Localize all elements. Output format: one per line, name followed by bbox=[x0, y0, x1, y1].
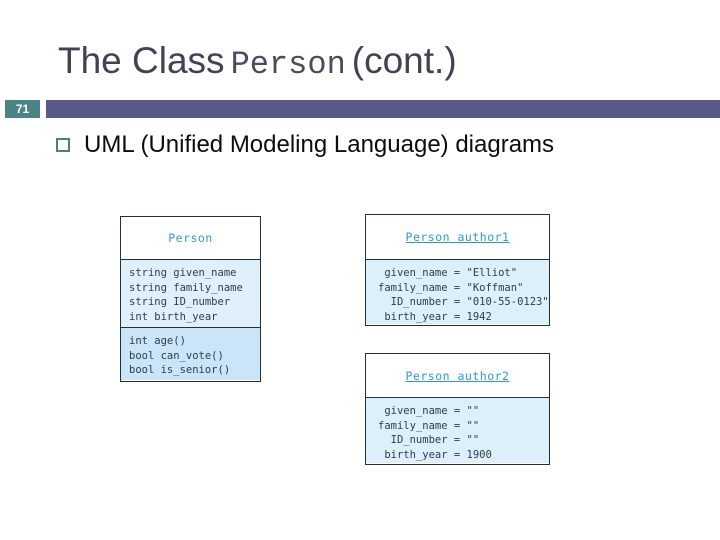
uml-class-methods: int age() bool can_vote() bool is_senior… bbox=[121, 327, 260, 380]
uml-class-box-person: Person string given_name string family_n… bbox=[120, 216, 261, 382]
uml-field: birth_year = 1942 bbox=[378, 310, 492, 323]
uml-field: given_name = "Elliot" bbox=[378, 267, 518, 279]
title-suffix: (cont.) bbox=[351, 40, 457, 81]
uml-field: birth_year = 1900 bbox=[378, 448, 492, 461]
uml-field: ID_number = "" bbox=[378, 434, 480, 446]
uml-method: int age() bbox=[129, 335, 186, 347]
uml-object-name: Person author1 bbox=[366, 215, 549, 259]
title-code: Person bbox=[230, 46, 346, 83]
uml-field: ID_number = "010-55-0123" bbox=[378, 296, 549, 308]
uml-object-box-author1: Person author1 given_name = "Elliot" fam… bbox=[365, 214, 550, 326]
uml-class-attributes: string given_name string family_name str… bbox=[121, 259, 260, 327]
uml-object-fields: given_name = "" family_name = "" ID_numb… bbox=[366, 397, 549, 463]
uml-method: bool is_senior() bbox=[129, 364, 231, 376]
uml-field: given_name = "" bbox=[378, 405, 480, 417]
uml-method: bool can_vote() bbox=[129, 349, 224, 362]
uml-field: family_name = "" bbox=[378, 419, 480, 432]
accent-bar bbox=[46, 100, 720, 118]
uml-class-name: Person bbox=[121, 217, 260, 259]
uml-object-name: Person author2 bbox=[366, 354, 549, 397]
bullet-row: UML (Unified Modeling Language) diagrams bbox=[56, 131, 554, 159]
uml-object-box-author2: Person author2 given_name = "" family_na… bbox=[365, 353, 550, 465]
uml-attribute: string ID_number bbox=[129, 296, 231, 308]
bullet-text: UML (Unified Modeling Language) diagrams bbox=[84, 131, 555, 158]
uml-object-fields: given_name = "Elliot" family_name = "Kof… bbox=[366, 259, 549, 324]
uml-attribute: string given_name bbox=[129, 267, 237, 279]
uml-attribute: int birth_year bbox=[129, 310, 218, 323]
uml-attribute: string family_name bbox=[129, 281, 243, 294]
uml-field: family_name = "Koffman" bbox=[378, 281, 524, 294]
bullet-square-icon bbox=[56, 138, 70, 152]
title-prefix: The Class bbox=[58, 40, 225, 81]
slide-number-badge: 71 bbox=[5, 100, 40, 118]
